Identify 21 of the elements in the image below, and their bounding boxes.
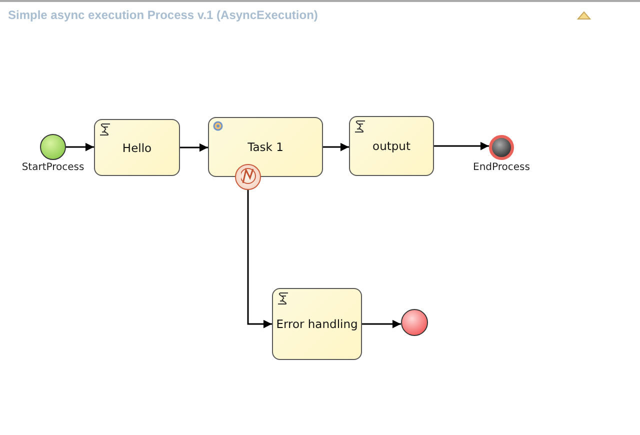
event-label: StartProcess [22,162,84,173]
end-event-circle [401,309,428,336]
event-label: EndProcess [473,162,530,173]
task-label: Task 1 [248,140,284,154]
sequence-flow-arrow [247,190,272,328]
sequence-flow-arrow [180,143,208,152]
task-box [272,288,362,360]
sequence-flow-arrow [362,320,401,328]
error-event-circle [235,164,261,190]
task-label: Hello [122,140,152,154]
start-event-circle [40,134,66,160]
task-label: output [372,139,410,153]
sequence-flow-arrow [434,142,489,150]
task-box [94,119,180,176]
end-event-circle [489,135,514,160]
sequence-flow-arrow [66,142,94,152]
sequence-flow-arrow [323,142,349,152]
diagram-title: Simple async execution Process v.1 (AsyncExecution) [8,8,318,22]
task-box [349,116,434,176]
task-box [208,117,323,177]
task-label: Error handling [276,317,358,331]
